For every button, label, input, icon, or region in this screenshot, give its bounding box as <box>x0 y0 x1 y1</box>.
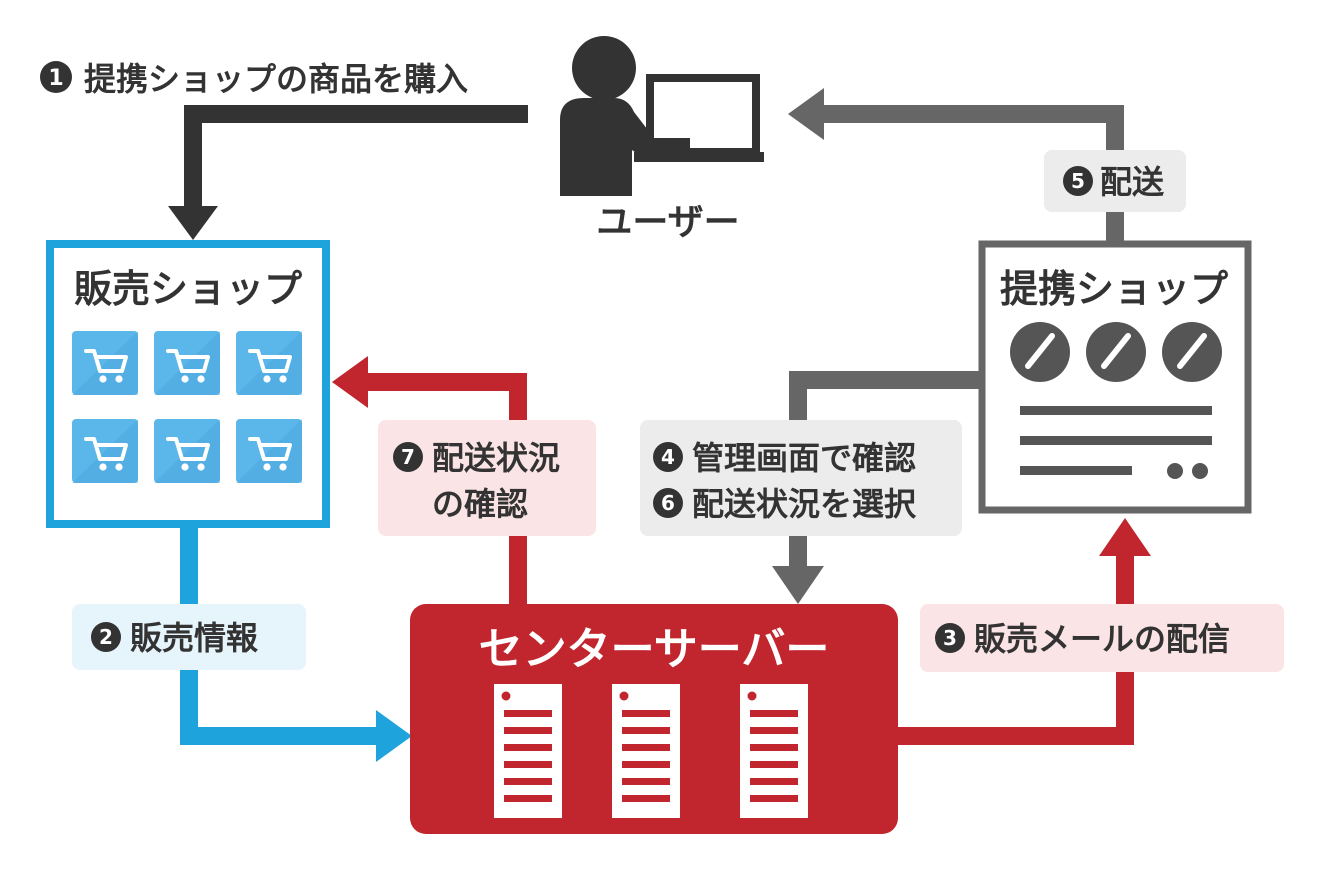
user-label: ユーザー <box>596 202 739 243</box>
step-2-text: 販売情報 <box>130 619 258 657</box>
shopping-cart-icon <box>234 417 304 485</box>
step-6-number: 6 <box>661 491 675 515</box>
step-5-label: 5 配送 <box>1044 150 1186 212</box>
step-1-text: 提携ショップの商品を購入 <box>84 60 468 98</box>
step-7-text-line2: の確認 <box>432 485 528 523</box>
shopping-cart-icon <box>152 329 222 397</box>
arrow-purchase <box>168 105 528 240</box>
shopping-cart-icon <box>234 329 304 397</box>
step-4-text: 管理画面で確認 <box>692 439 916 477</box>
step-1-number: 1 <box>48 66 63 91</box>
step-5-text: 配送 <box>1100 163 1164 201</box>
step-5-number: 5 <box>1071 169 1085 193</box>
server-rack-icon <box>740 684 808 818</box>
step-4-number: 4 <box>661 445 675 469</box>
step-7-text-line1: 配送状況 <box>432 439 560 477</box>
shopping-cart-icon <box>70 329 140 397</box>
shopping-cart-icon <box>152 417 222 485</box>
step-3-number: 3 <box>943 626 957 650</box>
step-6-text: 配送状況を選択 <box>692 485 917 523</box>
step-2-number: 2 <box>99 625 113 649</box>
shopping-cart-icon <box>70 417 140 485</box>
arrow-sales-info <box>180 526 412 762</box>
step-7-number: 7 <box>401 445 415 469</box>
step-4-6-label: 4 管理画面で確認 6 配送状況を選択 <box>640 420 962 536</box>
center-server-title: センターサーバー <box>479 624 830 675</box>
step-3-text: 販売メールの配信 <box>974 620 1230 658</box>
user-icon <box>560 36 764 196</box>
step-2-label: 2 販売情報 <box>72 604 306 670</box>
step-3-label: 3 販売メールの配信 <box>920 604 1284 672</box>
server-rack-icon <box>494 684 562 818</box>
step-7-label: 7 配送状況 の確認 <box>378 420 596 536</box>
partner-shop-box <box>978 240 1252 514</box>
sales-shop-title: 販売ショップ <box>74 267 302 311</box>
server-rack-icon <box>612 684 680 818</box>
partner-shop-title: 提携ショップ <box>1000 267 1228 311</box>
step-1-label: 1 提携ショップの商品を購入 <box>40 60 468 98</box>
